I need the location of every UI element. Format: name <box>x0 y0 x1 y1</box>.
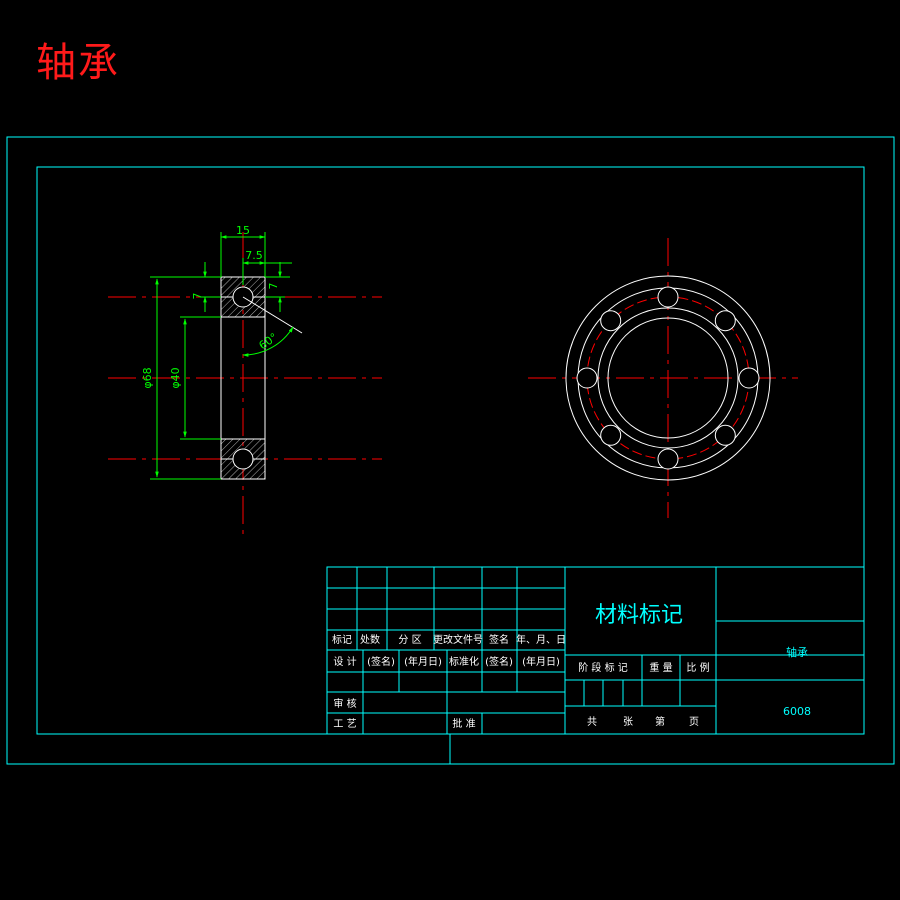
dim-upper-right-text: 7 <box>267 283 280 290</box>
label-page: 页 <box>689 716 699 728</box>
part-name: 轴承 <box>786 645 808 659</box>
inner-ring-outer <box>597 307 739 449</box>
ball-7 <box>657 286 679 308</box>
ball-3 <box>657 448 679 470</box>
dim-upper-left-text: 7 <box>191 293 204 300</box>
label-sheets: 张 <box>623 716 633 728</box>
ball-1 <box>738 367 760 389</box>
label-stage-mark: 阶 段 标 记 <box>578 661 628 674</box>
dim-outer-diameter-text: φ68 <box>141 367 154 388</box>
label-signature: 签名 <box>489 633 509 646</box>
label-design: 设 计 <box>333 655 356 668</box>
label-process: 工 艺 <box>333 718 356 730</box>
dim-inner-diameter-text: φ40 <box>169 367 182 388</box>
dim-half-width-text: 7.5 <box>245 249 263 262</box>
label-date: 年、月、日 <box>516 633 566 646</box>
ball-8 <box>714 310 736 332</box>
inner-ring-inner <box>607 317 729 439</box>
label-date2: (年月日) <box>522 655 560 668</box>
label-total: 共 <box>587 716 597 728</box>
label-mark: 标记 <box>332 634 352 646</box>
label-number: 第 <box>655 715 665 728</box>
outer-ring-outer <box>565 275 771 481</box>
dim-angle-arc <box>242 326 294 357</box>
title-block <box>326 566 865 735</box>
ball-4 <box>600 424 622 446</box>
label-approve: 批 准 <box>452 717 475 730</box>
front-view <box>528 238 798 518</box>
dim-angle-text: 60° <box>257 330 280 352</box>
label-review: 审 核 <box>333 697 356 710</box>
label-quantity: 处数 <box>360 633 380 646</box>
ball-5 <box>576 367 598 389</box>
ball-2 <box>714 424 736 446</box>
dim-width-text: 15 <box>236 224 250 237</box>
dimensions <box>150 232 294 480</box>
material-mark: 材料标记 <box>595 603 683 628</box>
label-scale: 比 例 <box>686 661 709 674</box>
label-date1: (年月日) <box>404 655 442 668</box>
part-code: 6008 <box>783 705 811 718</box>
ball-section-bottom <box>232 448 254 470</box>
label-zone: 分 区 <box>398 634 421 646</box>
label-weight: 重 量 <box>649 661 672 674</box>
drawing-heading: 轴承 <box>36 40 120 86</box>
ball-6 <box>600 310 622 332</box>
label-standardize: 标准化 <box>449 655 479 668</box>
label-sign2: (签名) <box>485 655 513 668</box>
label-sign1: (签名) <box>367 655 395 668</box>
outer-frame <box>6 136 895 765</box>
label-change-doc: 更改文件号 <box>433 633 483 646</box>
